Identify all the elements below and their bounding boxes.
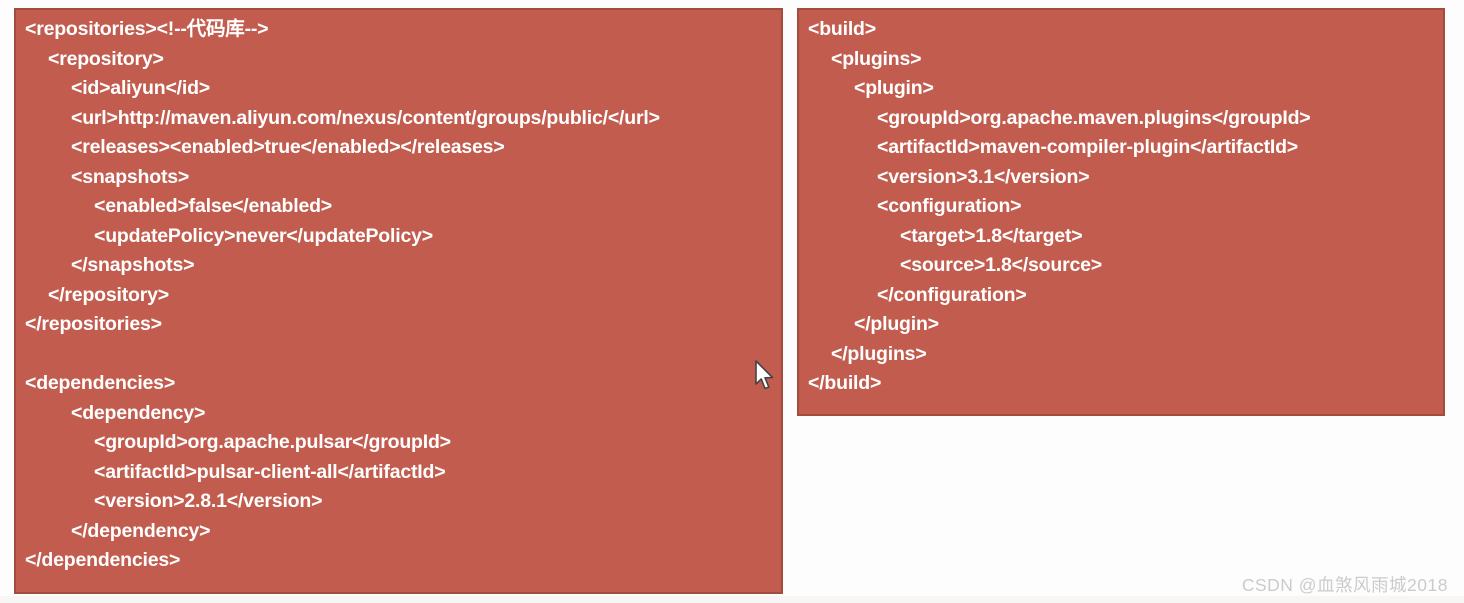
right-code-lines: <build> <plugins> <plugin> <groupId>org.apa… bbox=[799, 15, 1443, 399]
code-line: <artifactId>pulsar-client-all</artifactI… bbox=[94, 460, 446, 483]
code-line: </plugins> bbox=[831, 342, 927, 365]
code-line: </configuration> bbox=[877, 283, 1027, 306]
code-line: <configuration> bbox=[877, 195, 1022, 217]
code-line: <url>http://maven.aliyun.com/nexus/conte… bbox=[71, 106, 660, 129]
left-code-panel: <repositories><!--代码库--> <repository> <id>… bbox=[14, 8, 783, 594]
code-line: </snapshots> bbox=[71, 254, 195, 276]
code-line: </dependency> bbox=[71, 519, 211, 542]
code-line: </plugin> bbox=[854, 313, 939, 335]
code-line: <snapshots> bbox=[71, 165, 190, 188]
code-line: <id>aliyun</id> bbox=[71, 77, 210, 99]
code-line: </repository> bbox=[48, 283, 169, 306]
code-line: <plugins> bbox=[831, 47, 922, 70]
code-line: <releases><enabled>true</enabled></relea… bbox=[71, 136, 505, 158]
code-line: <version>2.8.1</version> bbox=[94, 490, 323, 512]
code-line bbox=[16, 340, 781, 370]
code-line: </repositories> bbox=[25, 313, 162, 335]
code-line: <target>1.8</target> bbox=[900, 224, 1083, 247]
code-line: <build> bbox=[808, 18, 876, 40]
code-line: <version>3.1</version> bbox=[877, 165, 1090, 188]
code-line: <dependency> bbox=[71, 401, 206, 424]
code-line: <plugin> bbox=[854, 77, 934, 99]
code-line: <updatePolicy>never</updatePolicy> bbox=[94, 224, 433, 247]
code-line: </build> bbox=[808, 372, 882, 394]
left-code-lines: <repositories><!--代码库--> <repository> <id>… bbox=[16, 15, 781, 576]
code-line: <groupId>org.apache.maven.plugins</group… bbox=[877, 106, 1311, 129]
code-line: <artifactId>maven-compiler-plugin</artif… bbox=[877, 136, 1298, 158]
watermark: CSDN @血煞风雨城2018 bbox=[1241, 575, 1448, 595]
code-line: <repositories><!--代码库--> bbox=[25, 18, 269, 40]
bottom-strip bbox=[0, 596, 1464, 603]
code-line: <groupId>org.apache.pulsar</groupId> bbox=[94, 431, 451, 453]
code-line: <source>1.8</source> bbox=[900, 254, 1102, 276]
right-code-panel: <build> <plugins> <plugin> <groupId>org.apa… bbox=[797, 8, 1445, 416]
code-line: <enabled>false</enabled> bbox=[94, 195, 332, 217]
code-line: <dependencies> bbox=[25, 372, 176, 394]
code-line: </dependencies> bbox=[25, 549, 181, 571]
code-line: <repository> bbox=[48, 47, 164, 70]
